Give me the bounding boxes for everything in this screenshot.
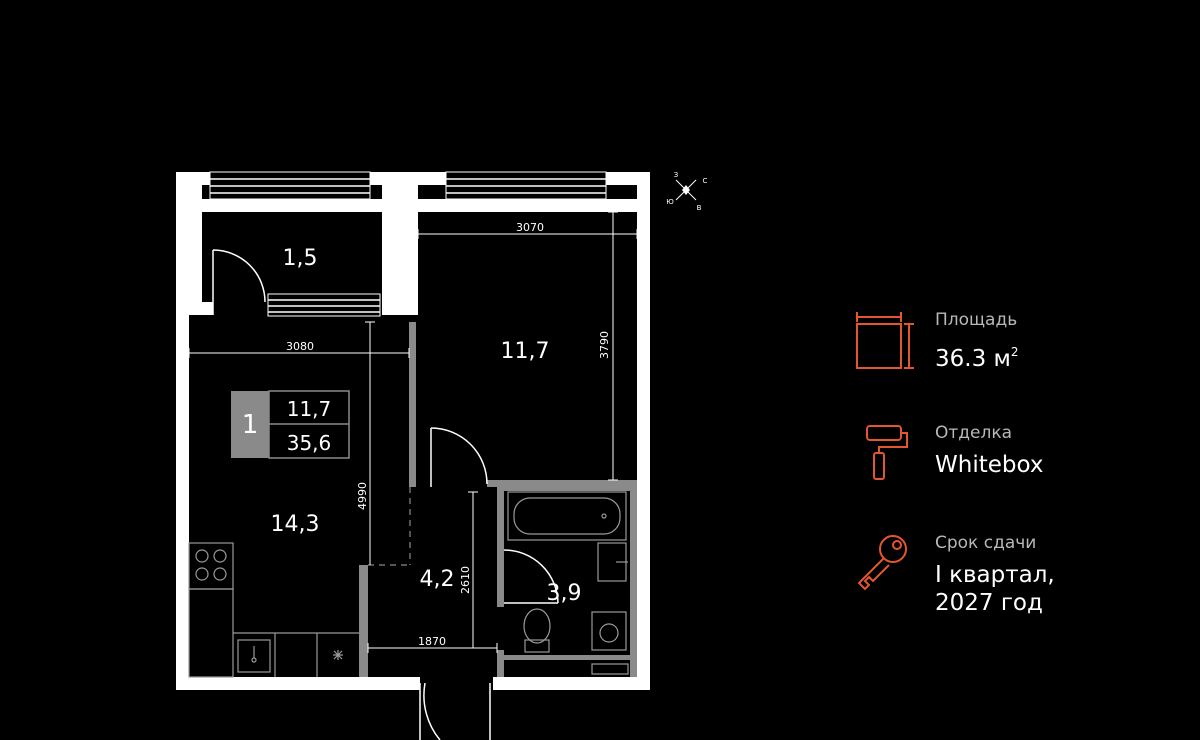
room-area-balcony: 1,5 xyxy=(283,246,318,271)
balcony-door xyxy=(212,249,266,315)
washbasin xyxy=(597,542,628,582)
window-top-left xyxy=(209,171,371,200)
legend-total-area: 35,6 xyxy=(287,431,332,455)
compass-icon xyxy=(675,179,697,201)
info-area-label: Площадь xyxy=(935,310,1018,330)
info-finish: Отделка Whitebox xyxy=(855,423,1185,513)
info-delivery: Срок сдачи I квартал, 2027 год xyxy=(855,533,1185,623)
apartment-legend xyxy=(231,390,350,459)
room-area-bedroom: 11,7 xyxy=(501,339,550,364)
kitchen-stove xyxy=(188,542,234,590)
kitchen-counter xyxy=(188,588,359,678)
info-area: Площадь 36.3 м2 xyxy=(855,310,1185,400)
room-area-hallway: 4,2 xyxy=(420,567,455,592)
outer-walls xyxy=(176,172,650,690)
key-icon xyxy=(857,535,907,591)
room-area-living-kitchen: 14,3 xyxy=(271,512,320,537)
info-finish-value: Whitebox xyxy=(935,452,1044,478)
compass-south: Ю xyxy=(666,198,674,206)
bathroom-door xyxy=(503,549,559,604)
dim-label-hall-depth: 2610 xyxy=(459,566,472,594)
info-delivery-value: I квартал, 2027 год xyxy=(935,562,1055,616)
info-area-value: 36.3 м2 xyxy=(935,345,1019,372)
radiator-bath xyxy=(591,663,629,675)
bedroom-door xyxy=(430,427,488,487)
zone-dashes xyxy=(368,487,411,566)
floor-area-icon xyxy=(856,312,914,369)
washing-machine xyxy=(591,611,627,651)
entrance-door xyxy=(419,682,491,740)
room-area-bathroom: 3,9 xyxy=(547,581,582,606)
partitions xyxy=(359,322,637,677)
dim-label-bedroom-width: 3070 xyxy=(516,221,544,234)
compass-north: С xyxy=(703,177,708,185)
compass-west: З xyxy=(674,171,679,179)
dimension-lines xyxy=(188,211,638,653)
compass-east: В xyxy=(697,204,702,212)
info-finish-label: Отделка xyxy=(935,423,1013,443)
window-top-right xyxy=(445,171,607,200)
paint-roller-icon xyxy=(866,425,908,480)
window-balcony xyxy=(267,293,381,317)
dim-label-living-width: 3080 xyxy=(286,340,314,353)
dim-label-living-depth: 4990 xyxy=(356,482,369,510)
toilet xyxy=(523,608,551,653)
dim-label-hall-width: 1870 xyxy=(418,635,446,648)
info-delivery-label: Срок сдачи xyxy=(935,533,1037,553)
legend-living-area: 11,7 xyxy=(287,397,332,421)
legend-rooms-count: 1 xyxy=(242,410,259,440)
dim-label-bedroom-depth: 3790 xyxy=(598,331,611,359)
bathtub xyxy=(507,491,627,541)
